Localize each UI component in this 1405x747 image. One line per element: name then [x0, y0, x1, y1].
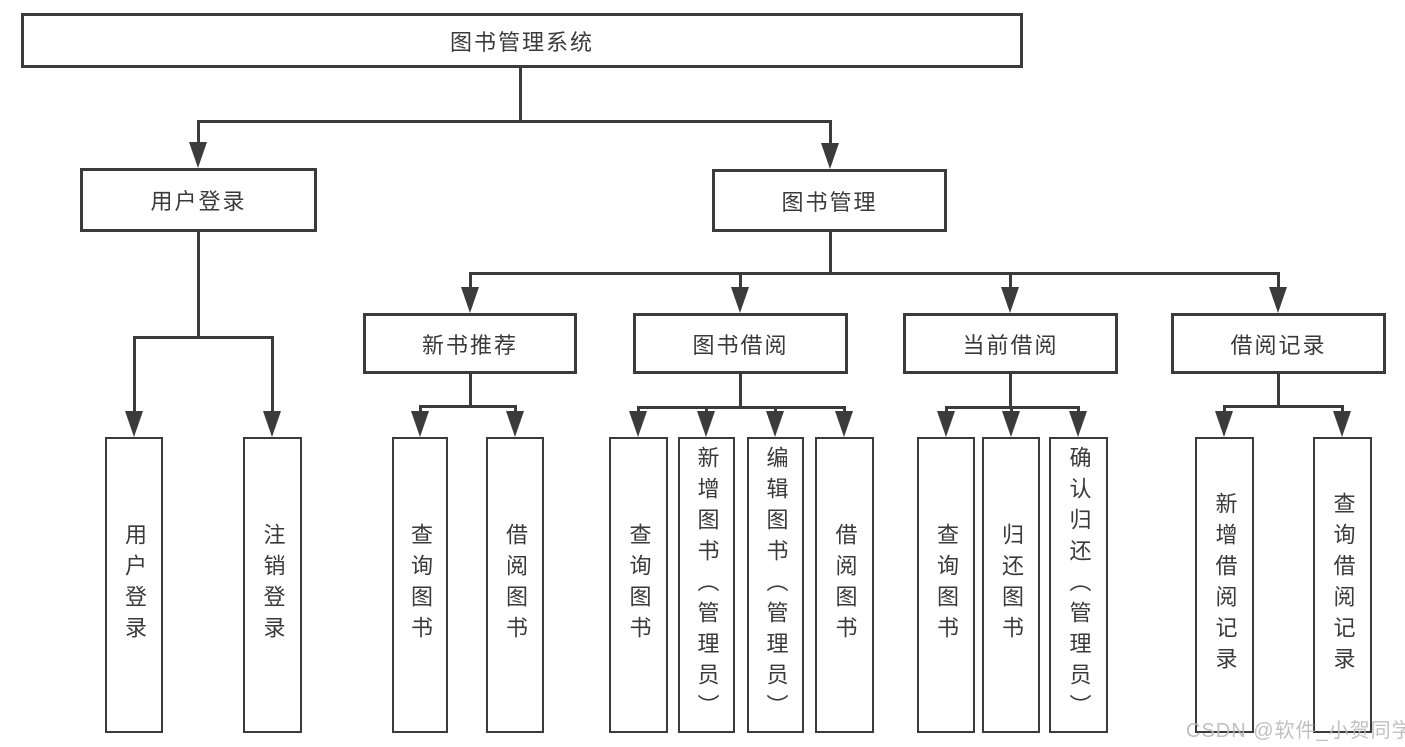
node-book-mgmt-label: 图书管理 [781, 189, 878, 215]
node-book-borrow-label: 图书借阅 [692, 332, 789, 358]
edge-to-book-borrow-shaft [739, 272, 742, 293]
arrowhead-bb-add [697, 411, 715, 437]
edge-to-borrow-record-shaft [1277, 272, 1280, 293]
edge-book-borrow-rail [637, 406, 845, 409]
arrowhead-user-login-leaf [125, 411, 143, 437]
edge-new-book-rec-stem [469, 374, 472, 408]
node-leaf-bb-add-book: 新增图书（管理员） [678, 437, 735, 733]
arrowhead-user-login [189, 142, 207, 168]
edge-root-rail [197, 120, 832, 123]
node-leaf-rec-query-book-label: 查询图书 [408, 523, 433, 647]
edge-to-logout-leaf-shaft [271, 336, 274, 417]
node-leaf-user-login-label: 用户登录 [122, 523, 147, 647]
edge-current-borrow-stem [1009, 374, 1012, 409]
arrowhead-rec-borrow [506, 411, 524, 437]
edge-to-new-book-rec-shaft [469, 272, 472, 293]
node-leaf-bb-add-book-label: 新增图书（管理员） [694, 445, 720, 725]
node-leaf-cb-return-book-label: 归还图书 [999, 523, 1024, 647]
node-new-book-rec-label: 新书推荐 [421, 332, 518, 358]
arrowhead-current-borrow [1001, 287, 1019, 313]
node-current-borrow-label: 当前借阅 [962, 332, 1059, 358]
node-current-borrow: 当前借阅 [903, 313, 1118, 374]
edge-borrow-record-stem [1277, 374, 1280, 408]
edge-to-current-borrow-shaft [1009, 272, 1012, 293]
node-leaf-br-query-record-label: 查询借阅记录 [1330, 492, 1356, 678]
edge-book-borrow-stem [739, 374, 742, 409]
node-book-borrow: 图书借阅 [633, 313, 848, 374]
edge-to-user-login-leaf-shaft [133, 336, 136, 417]
node-root-label: 图书管理系统 [449, 29, 594, 55]
node-leaf-cb-query-book-label: 查询图书 [934, 523, 959, 647]
arrowhead-bb-borrow [835, 411, 853, 437]
edge-root-to-book-mgmt-shaft [829, 120, 832, 148]
node-leaf-br-add-record-label: 新增借阅记录 [1212, 492, 1238, 678]
node-leaf-cb-query-book: 查询图书 [917, 437, 975, 733]
arrowhead-bb-edit [766, 411, 784, 437]
node-book-mgmt: 图书管理 [712, 169, 947, 232]
arrowhead-bb-query [629, 411, 647, 437]
node-leaf-bb-query-book-label: 查询图书 [626, 523, 652, 647]
arrowhead-logout-leaf [263, 411, 281, 437]
edge-root-to-user-login-shaft [197, 120, 200, 147]
node-leaf-br-add-record: 新增借阅记录 [1195, 437, 1254, 733]
arrowhead-cb-confirm [1069, 411, 1087, 437]
arrowhead-rec-query [411, 411, 429, 437]
node-leaf-bb-edit-book: 编辑图书（管理员） [747, 437, 804, 733]
csdn-watermark: CSDN @软件_小贺同学 [1186, 720, 1405, 742]
edge-root-stem [519, 68, 522, 123]
node-borrow-record-label: 借阅记录 [1230, 332, 1327, 358]
node-root: 图书管理系统 [21, 13, 1023, 68]
edge-book-mgmt-rail [469, 272, 1280, 275]
edge-borrow-record-rail [1223, 405, 1343, 408]
node-new-book-rec: 新书推荐 [363, 313, 577, 374]
node-user-login: 用户登录 [80, 168, 317, 232]
arrowhead-book-mgmt [821, 143, 839, 169]
arrowhead-new-book-rec [461, 287, 479, 313]
node-leaf-cb-confirm-return-label: 确认归还（管理员） [1066, 445, 1092, 725]
node-leaf-logout-label: 注销登录 [260, 523, 286, 647]
node-borrow-record: 借阅记录 [1171, 313, 1386, 374]
node-leaf-br-query-record: 查询借阅记录 [1313, 437, 1372, 733]
arrowhead-br-add [1215, 411, 1233, 437]
arrowhead-book-borrow [731, 287, 749, 313]
node-leaf-rec-borrow-book-label: 借阅图书 [503, 523, 528, 647]
node-leaf-bb-query-book: 查询图书 [609, 437, 668, 733]
edge-user-login-rail [133, 336, 274, 339]
arrowhead-borrow-record [1269, 287, 1287, 313]
arrowhead-cb-return [1002, 411, 1020, 437]
node-leaf-cb-confirm-return: 确认归还（管理员） [1049, 437, 1108, 733]
node-leaf-bb-borrow-book: 借阅图书 [815, 437, 874, 733]
arrowhead-cb-query [937, 411, 955, 437]
node-leaf-rec-query-book: 查询图书 [392, 437, 448, 733]
edge-new-book-rec-rail [419, 405, 517, 408]
node-leaf-bb-edit-book-label: 编辑图书（管理员） [763, 445, 789, 725]
node-leaf-user-login: 用户登录 [105, 437, 163, 733]
edge-book-mgmt-stem [829, 232, 832, 275]
node-leaf-logout: 注销登录 [243, 437, 302, 733]
edge-user-login-stem [197, 232, 200, 339]
node-user-login-label: 用户登录 [150, 189, 247, 214]
node-leaf-cb-return-book: 归还图书 [982, 437, 1040, 733]
node-leaf-bb-borrow-book-label: 借阅图书 [832, 523, 858, 647]
node-leaf-rec-borrow-book: 借阅图书 [486, 437, 544, 733]
arrowhead-br-query [1333, 411, 1351, 437]
